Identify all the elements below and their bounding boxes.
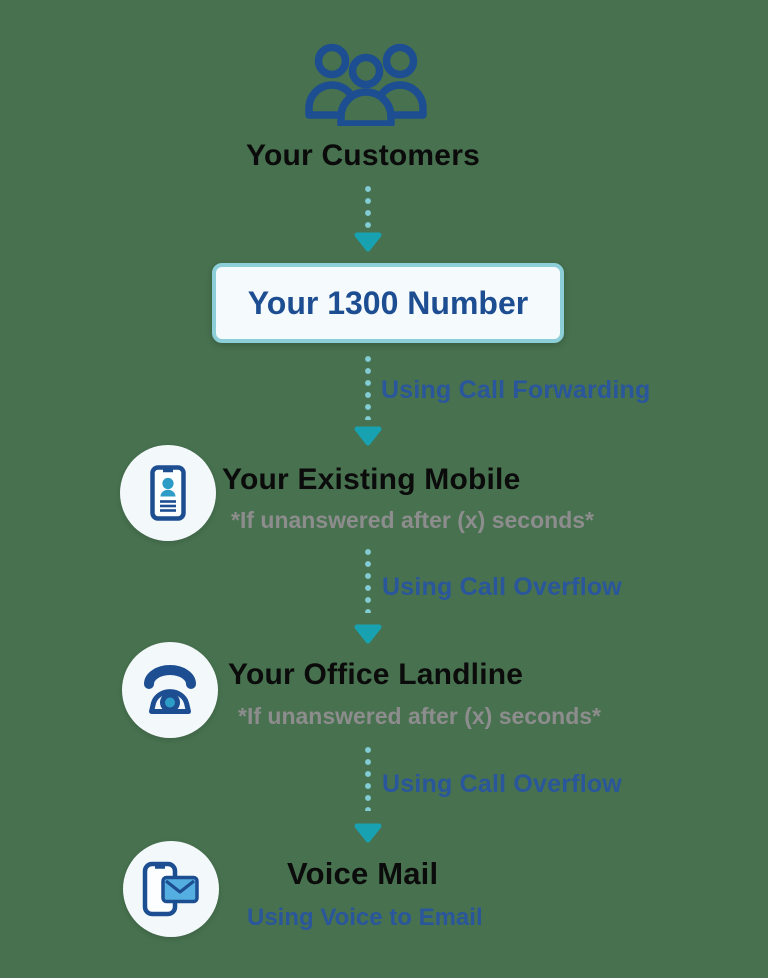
rotary-phone-icon [144,665,196,714]
voicemail-label: Using Voice to Email [247,904,483,931]
connector-dots [365,186,371,232]
arrowhead-icon [354,624,382,644]
step-title: Your Existing Mobile [222,463,521,496]
step-subtitle: *If unanswered after (x) seconds* [231,507,594,533]
connector-dots [365,549,371,613]
phone-voicemail-email-icon [142,861,199,917]
step-icon-circle [123,841,219,937]
number-box-label: Your 1300 Number [247,284,529,321]
contact-card-icon [150,465,186,521]
arrowhead-icon [354,232,382,252]
arrowhead-icon [354,426,382,446]
step-subtitle: *If unanswered after (x) seconds* [238,703,601,729]
connector-dots [365,356,371,420]
step-title: Voice Mail [287,856,439,891]
connector-label: Using Call Overflow [382,770,622,798]
connector-dots [365,747,371,811]
step-title: Your Office Landline [228,658,524,691]
connector-label: Using Call Forwarding [381,376,651,404]
number-box: Your 1300 Number [212,263,564,343]
step-icon-circle [122,642,218,738]
customers-label: Your Customers [246,139,480,172]
customers-group-icon [305,43,427,126]
connector-label: Using Call Overflow [382,573,622,601]
arrowhead-icon [354,823,382,843]
step-icon-circle [120,445,216,541]
